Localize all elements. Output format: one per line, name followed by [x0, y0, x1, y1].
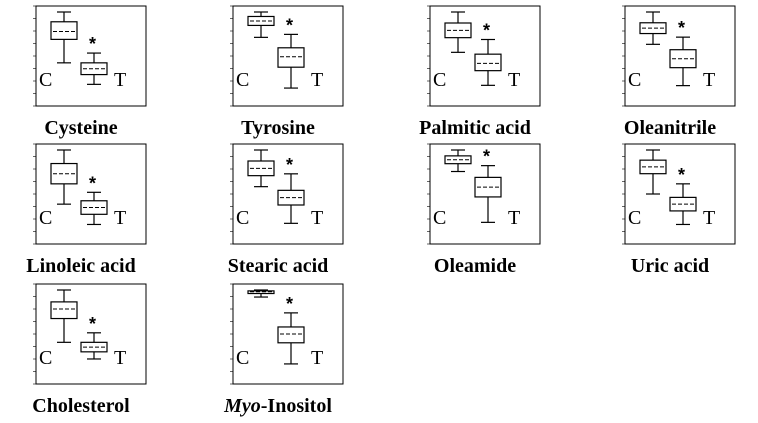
significance-star: *: [483, 21, 490, 41]
box-t: [669, 49, 697, 69]
box-c: [247, 15, 275, 27]
group-label-c: C: [236, 207, 249, 229]
title-cysteine: Cysteine: [44, 117, 118, 139]
group-label-t: T: [703, 207, 715, 229]
title-linoleic-acid: Linoleic acid: [26, 255, 136, 277]
plot-frame: [35, 143, 147, 245]
title-uric-acid: Uric acid: [630, 255, 710, 277]
box-c: [247, 160, 275, 177]
box-t: [474, 53, 502, 72]
group-label-t: T: [114, 207, 126, 229]
panel-oleanitrile: C T * Oleanitrile: [595, 4, 755, 144]
panel-tyrosine: C T * Tyrosine: [203, 4, 363, 144]
group-label-c: C: [433, 207, 446, 229]
boxplot-cysteine: C T *: [33, 5, 147, 107]
panel-stearic-acid: C T * Stearic acid: [203, 142, 363, 282]
plot-frame: [35, 5, 147, 107]
boxplot-tyrosine: C T *: [230, 5, 344, 107]
group-label-t: T: [508, 207, 520, 229]
plot-frame: [35, 283, 147, 385]
box-t: [474, 176, 502, 198]
boxplot-oleanitrile: C T *: [622, 5, 736, 107]
title-cholesterol: Cholesterol: [32, 395, 130, 417]
title-palmitic-acid: Palmitic acid: [419, 117, 531, 139]
group-label-c: C: [39, 207, 52, 229]
box-c: [444, 155, 472, 165]
group-label-c: C: [39, 69, 52, 91]
group-label-c: C: [39, 347, 52, 369]
group-label-c: C: [628, 69, 641, 91]
significance-star: *: [286, 155, 293, 175]
group-label-t: T: [311, 347, 323, 369]
significance-star: *: [89, 173, 96, 193]
significance-star: *: [286, 15, 293, 35]
significance-star: *: [678, 18, 685, 38]
boxplot-cholesterol: C T *: [33, 283, 147, 385]
title-myo-inositol-italic: Myo: [224, 395, 261, 417]
box-t: [277, 326, 305, 344]
group-label-t: T: [311, 69, 323, 91]
group-label-t: T: [114, 69, 126, 91]
box-t: [669, 196, 697, 212]
plot-frame: [624, 143, 736, 245]
group-label-c: C: [236, 69, 249, 91]
panel-cysteine: C T * Cysteine: [6, 4, 166, 144]
significance-star: *: [89, 314, 96, 334]
box-c: [50, 21, 78, 40]
boxplot-uric-acid: C T *: [622, 143, 736, 245]
boxplot-myo-inositol: C T *: [230, 283, 344, 385]
significance-star: *: [89, 34, 96, 54]
box-c: [50, 301, 78, 320]
box-c: [639, 159, 667, 175]
box-c: [50, 162, 78, 185]
title-stearic-acid: Stearic acid: [227, 255, 329, 277]
box-t: [80, 341, 108, 353]
box-t: [277, 47, 305, 68]
box-c: [444, 22, 472, 39]
panel-uric-acid: C T * Uric acid: [595, 142, 755, 282]
panel-palmitic-acid: C T * Palmitic acid: [400, 4, 560, 144]
group-label-t: T: [508, 69, 520, 91]
panel-myo-inositol: C T * Myo-Inositol: [203, 282, 363, 422]
group-label-t: T: [703, 69, 715, 91]
box-t: [80, 200, 108, 215]
panel-oleamide: C T * Oleamide: [400, 142, 560, 282]
title-myo-inositol: Myo-Inositol: [203, 395, 353, 418]
group-label-c: C: [628, 207, 641, 229]
boxplot-linoleic-acid: C T *: [33, 143, 147, 245]
boxplot-palmitic-acid: C T *: [427, 5, 541, 107]
title-tyrosine: Tyrosine: [241, 117, 315, 139]
title-oleanitrile: Oleanitrile: [623, 117, 717, 139]
boxplot-stearic-acid: C T *: [230, 143, 344, 245]
group-label-c: C: [433, 69, 446, 91]
box-c: [247, 290, 275, 295]
significance-star: *: [678, 165, 685, 185]
group-label-t: T: [114, 347, 126, 369]
group-label-t: T: [311, 207, 323, 229]
significance-star: *: [483, 147, 490, 167]
boxplot-oleamide: C T *: [427, 143, 541, 245]
panel-cholesterol: C T * Cholesterol: [6, 282, 166, 422]
title-myo-inositol-suffix: -Inositol: [260, 395, 332, 417]
panel-linoleic-acid: C T * Linoleic acid: [6, 142, 166, 282]
box-t: [277, 189, 305, 206]
box-c: [639, 22, 667, 35]
box-t: [80, 62, 108, 76]
group-label-c: C: [236, 347, 249, 369]
significance-star: *: [286, 294, 293, 314]
title-oleamide: Oleamide: [433, 255, 517, 277]
